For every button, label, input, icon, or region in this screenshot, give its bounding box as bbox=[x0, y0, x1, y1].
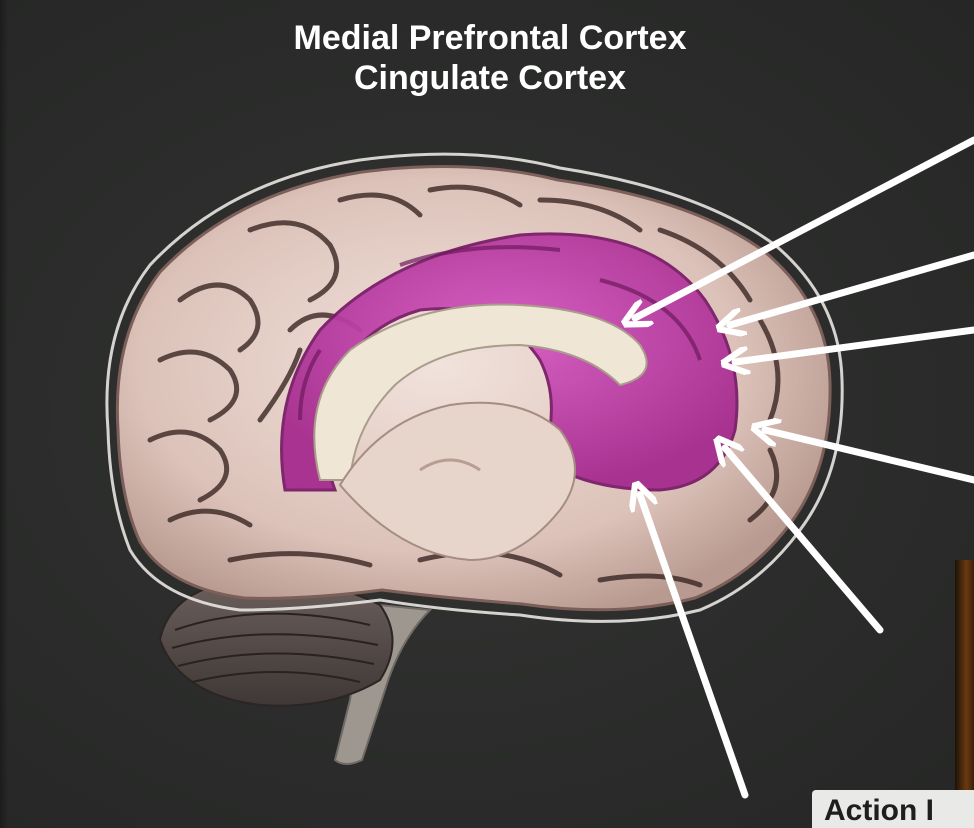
action-card: Action I bbox=[812, 790, 974, 828]
action-card-text: Action I bbox=[824, 794, 934, 828]
right-frame-edge bbox=[955, 560, 974, 828]
title-line-1: Medial Prefrontal Cortex bbox=[150, 18, 830, 58]
title-line-2: Cingulate Cortex bbox=[150, 58, 830, 98]
slide-title: Medial Prefrontal Cortex Cingulate Corte… bbox=[150, 18, 830, 98]
left-shadow bbox=[0, 0, 8, 828]
